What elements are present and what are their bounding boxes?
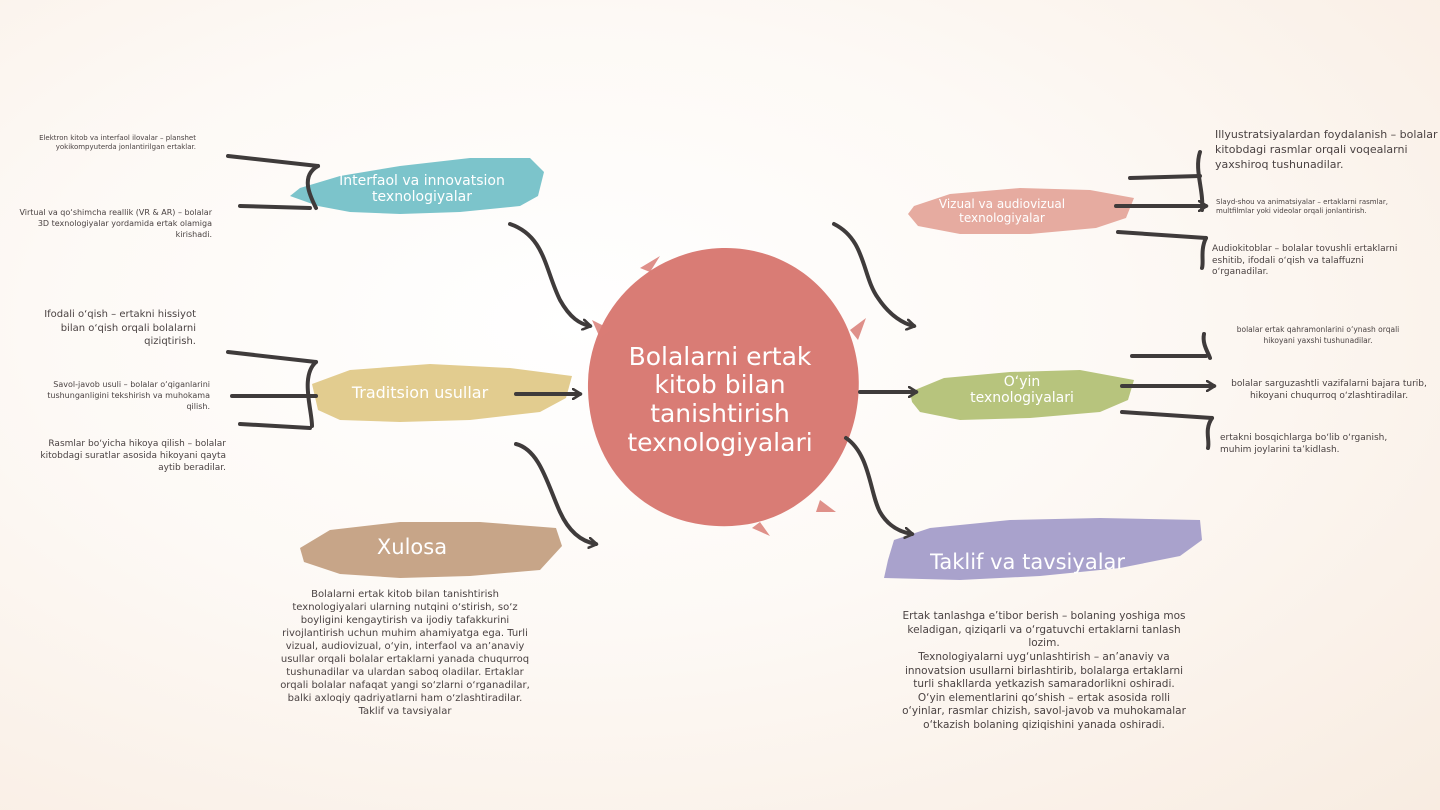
arrow-center-to-taklif [844, 436, 912, 534]
taklif-item-3: O‘yin elementlarini qo‘shish – ertak aso… [902, 691, 1186, 732]
xulosa-tail: Taklif va tavsiyalar [358, 706, 452, 717]
node-traditsion[interactable]: Traditsion usullar [351, 382, 489, 402]
node-vizual[interactable]: Vizual va audiovizual texnologiyalar [938, 197, 1066, 225]
traditsion-item-3: Rasmlar bo‘yicha hikoya qilish – bolalar… [40, 439, 226, 474]
oyin-node-brush [910, 370, 1134, 420]
traditsion-item-2: Savol-javob usuli – bolalar o‘qiganlarin… [47, 380, 210, 411]
xulosa-body: Bolalarni ertak kitob bilan tanishtirish… [280, 588, 530, 718]
interfaol-item-2: Virtual va qo‘shimcha reallik (VR & AR) … [19, 208, 212, 239]
vizual-node-brush [908, 188, 1134, 234]
interfaol-item-1: Elektron kitob va interfaol ilovalar – p… [39, 134, 196, 152]
traditsion-item-1: Ifodali o‘qish – ertakni hissiyot bilan … [44, 309, 196, 347]
arrow-xulosa-to-center [514, 442, 596, 544]
xulosa-node-brush [300, 522, 562, 578]
xulosa-paragraph: Bolalarni ertak kitob bilan tanishtirish… [280, 589, 530, 704]
vizual-item-3: Audiokitoblar – bolalar tovushli ertakla… [1212, 244, 1398, 278]
vizual-item-1: Illyustratsiyalardan foydalanish – bolal… [1215, 128, 1438, 171]
node-xulosa[interactable]: Xulosa [376, 534, 448, 559]
node-oyin[interactable]: O‘yin texnologiyalari [970, 373, 1074, 406]
oyin-branch-bracket [1120, 332, 1214, 450]
vizual-branch-bracket [1114, 150, 1206, 270]
arrow-interfaol-to-center [508, 222, 590, 326]
interfaol-branch-bracket [226, 154, 320, 210]
taklif-node-brush [884, 518, 1202, 580]
taklif-item-2: Texnologiyalarni uyg‘unlashtirish – an’a… [904, 650, 1184, 691]
center-title: Bolalarni ertak kitob bilan tanishtirish… [627, 341, 813, 457]
center-circle [587, 247, 859, 527]
node-taklif[interactable]: Taklif va tavsiyalar [930, 549, 1126, 574]
traditsion-node-brush [312, 364, 572, 422]
node-interfaol[interactable]: Interfaol va innovatsion texnologiyalar [339, 172, 505, 205]
arrow-center-to-vizual [832, 222, 914, 326]
oyin-item-2: bolalar sarguzashtli vazifalarni bajara … [1231, 379, 1427, 402]
interfaol-node-brush [290, 158, 544, 214]
traditsion-branch-bracket [226, 350, 318, 430]
vizual-item-2: Slayd-shou va animatsiyalar – ertaklarni… [1216, 198, 1388, 216]
oyin-item-1: bolalar ertak qahramonlarini o‘ynash orq… [1236, 325, 1400, 345]
taklif-item-1: Ertak tanlashga e’tibor berish – bolanin… [902, 610, 1186, 650]
taklif-body: Ertak tanlashga e’tibor berish – bolanin… [898, 610, 1190, 733]
oyin-item-3: ertakni bosqichlarga bo‘lib o‘rganish, m… [1220, 433, 1388, 456]
